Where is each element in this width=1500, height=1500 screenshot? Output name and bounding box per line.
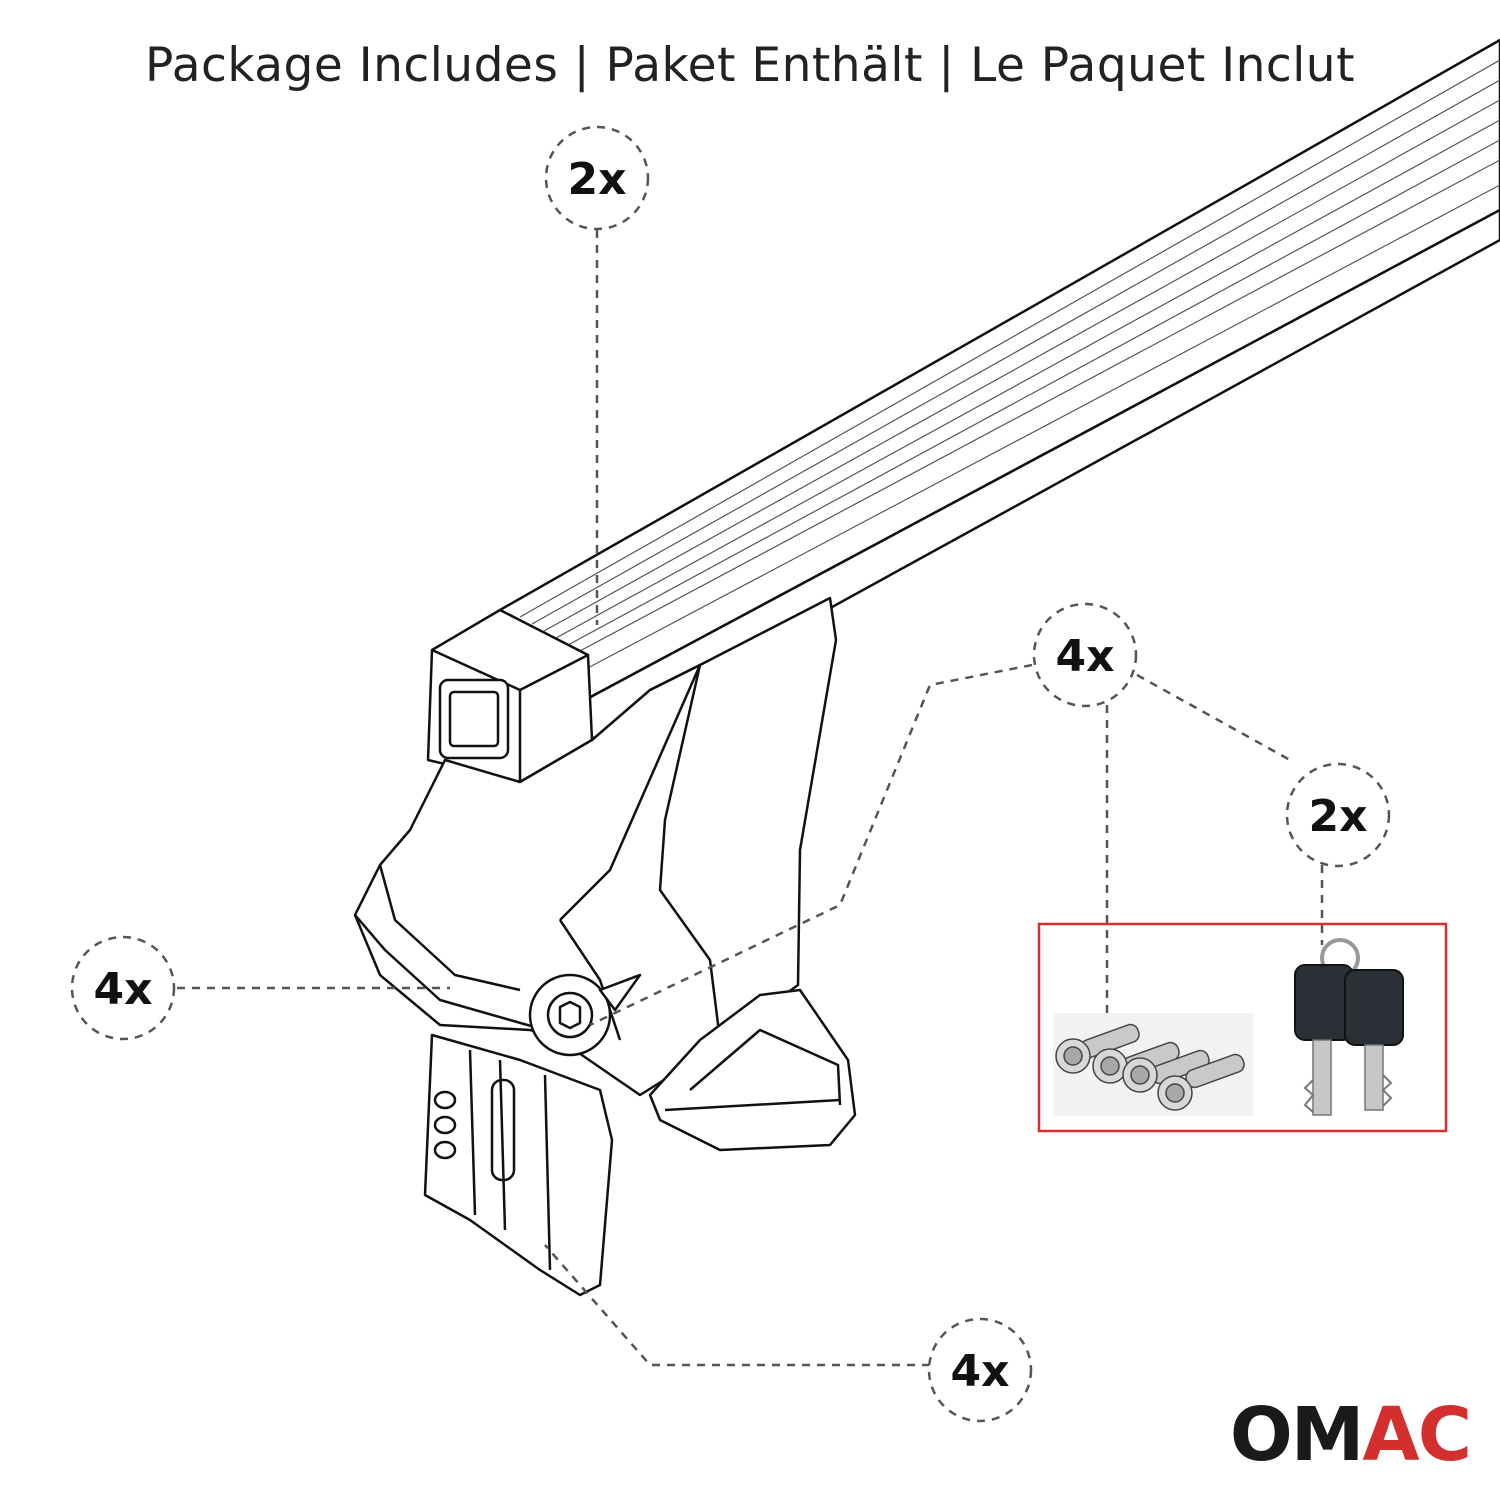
keys-icon <box>1294 938 1404 1116</box>
callout-foot-label: 4x <box>94 964 153 1015</box>
callout-bar-circle <box>544 125 650 231</box>
page-title: Package Includes | Paket Enthält | Le Pa… <box>144 38 1356 93</box>
callout-bar-label: 2x <box>568 154 627 205</box>
callout-clamp-circle <box>927 1317 1033 1423</box>
leader-clamp <box>544 1244 930 1367</box>
callout-foot-circle <box>70 935 176 1041</box>
foot-body <box>353 596 857 1297</box>
leader-lines <box>177 230 1324 1367</box>
accessory-frame <box>1037 922 1448 1133</box>
callout-cylinders-label: 4x <box>1056 631 1115 682</box>
callout-cylinders-circle <box>1032 602 1138 708</box>
callout-clamp-label: 4x <box>951 1346 1010 1397</box>
lock-cylinders-icon <box>1053 1013 1253 1116</box>
leader-bolt <box>589 663 1033 1027</box>
callout-keys-circle <box>1285 762 1391 868</box>
callout-keys-label: 2x <box>1309 791 1368 842</box>
leader-keys-link <box>1136 673 1291 762</box>
